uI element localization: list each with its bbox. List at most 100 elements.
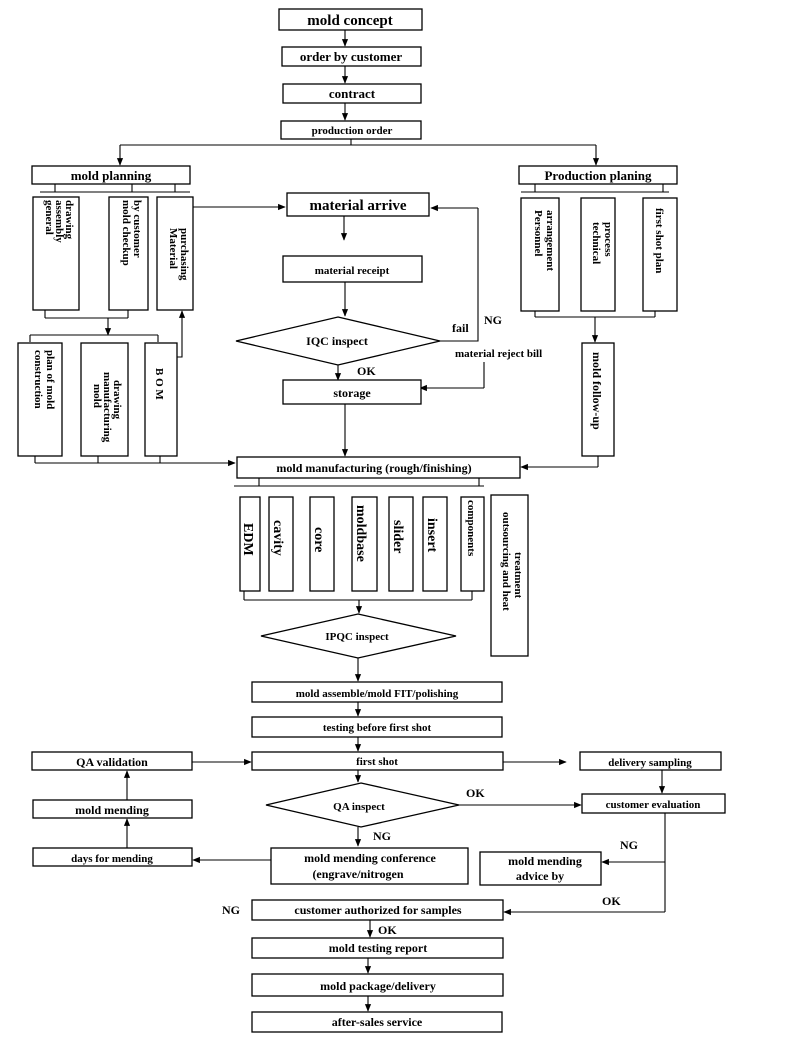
construction-plan-line2: plan of mold [44, 350, 56, 409]
delivery-sampling-box [579, 751, 722, 771]
qa-inspect-label: QA inspect [333, 801, 385, 813]
order-by-customer-label: order by customer [300, 49, 403, 64]
mold-checkup-line1: mold checkup [120, 200, 132, 266]
material-receipt-box [282, 255, 423, 283]
mold-planning-box [31, 165, 191, 185]
mold-follow-up-label: mold follow-up [590, 352, 604, 430]
core-label: core [311, 527, 326, 552]
ok-label-customer: OK [602, 894, 621, 908]
cavity-box: cavity [268, 496, 294, 592]
mold-planning-label: mold planning [71, 168, 152, 183]
ng-label-qa: NG [373, 829, 391, 843]
iqc-inspect-label: IQC inspect [306, 334, 368, 348]
mold-checkup-line2: by customer [131, 200, 143, 258]
mold-concept-box [278, 8, 423, 31]
insert-box: insert [422, 496, 448, 592]
mold-testing-report-label: mold testing report [329, 941, 427, 955]
ipqc-inspect-label: IPQC inspect [325, 631, 389, 643]
material-arrive-label: material arrive [309, 198, 406, 214]
production-order-label: production order [312, 125, 393, 137]
construction-plan-box: construction plan of mold [17, 342, 63, 457]
mold-manufacturing-drawing-line1: mold [91, 384, 103, 408]
mold-follow-up-box: mold follow-up [581, 342, 615, 457]
first-shot-label: first shot [356, 756, 398, 768]
slider-label: slider [390, 520, 405, 553]
mending-conference-line2: (engrave/nitrogen [312, 867, 403, 881]
customer-evaluation-box [581, 793, 726, 814]
cavity-label: cavity [270, 520, 285, 556]
ok-label-iqc: OK [357, 364, 376, 378]
outsourcing-line1: outsourcing and heat [500, 512, 512, 611]
days-for-mending-label: days for mending [71, 853, 153, 865]
svg-text:construction plan of mol: construction plan of mold [32, 350, 56, 411]
svg-text:mold manufacturing: mold manufacturing drawing [91, 372, 123, 445]
edm-box: EDM [239, 496, 261, 592]
mending-conference-line1: mold mending conference [304, 851, 436, 865]
first-shot-plan-label: first shot plan [653, 208, 665, 273]
mold-concept-label: mold concept [307, 13, 392, 29]
days-for-mending-box [32, 847, 193, 867]
ng-label-authorized: NG [222, 903, 240, 917]
svg-text:Material purchasing: Material purchasing [167, 228, 190, 281]
svg-text:outsourcing and heat tre: outsourcing and heat treatment [500, 512, 524, 614]
mold-testing-report-box [251, 937, 504, 959]
components-label: components [465, 500, 477, 557]
bom-label: B O M [153, 368, 165, 400]
after-sales-label: after-sales service [332, 1015, 423, 1029]
customer-evaluation-label: customer evaluation [606, 799, 701, 811]
contract-box [282, 83, 422, 104]
insert-label: insert [424, 518, 439, 553]
ok-label-qa: OK [466, 786, 485, 800]
mold-manufacturing-drawing-box: mold manufacturing drawing [80, 342, 129, 457]
construction-plan-line1: construction [32, 350, 44, 409]
moldbase-box: moldbase [351, 496, 378, 592]
contract-label: contract [329, 86, 376, 101]
first-shot-box [251, 751, 504, 771]
svg-text:general assembly d: general assembly drawing [43, 200, 75, 246]
svg-text:Personnel arrangement: Personnel arrangement [532, 210, 556, 271]
outsourcing-box: outsourcing and heat treatment [490, 494, 529, 657]
mold-mending-label: mold mending [75, 803, 149, 817]
mold-package-label: mold package/delivery [320, 979, 436, 993]
order-by-customer-box [281, 46, 422, 67]
bom-box: B O M [144, 342, 178, 457]
personnel-arrangement-line1: Personnel [532, 210, 544, 256]
storage-label: storage [333, 386, 371, 400]
testing-before-first-shot-label: testing before first shot [323, 722, 432, 734]
mold-mending-box [32, 799, 193, 819]
qa-validation-label: QA validation [76, 755, 148, 769]
mold-assemble-label: mold assemble/mold FIT/polishing [296, 688, 459, 700]
qa-validation-box [31, 751, 193, 771]
material-receipt-label: material receipt [315, 265, 390, 277]
first-shot-plan-box: first shot plan [642, 197, 678, 312]
core-box: core [309, 496, 335, 592]
outsourcing-line2: treatment [512, 552, 524, 599]
customer-authorized-box [251, 899, 504, 921]
ng-label-iqc: NG [484, 313, 502, 327]
after-sales-box [251, 1011, 503, 1033]
mold-checkup-by-customer-box: mold checkup by customer [108, 196, 149, 311]
mold-assemble-box [251, 681, 503, 703]
technical-process-line2: process [602, 222, 614, 257]
mold-manufacturing-label: mold manufacturing (rough/finishing) [276, 461, 471, 475]
material-purchasing-box: Material purchasing [156, 196, 194, 311]
technical-process-line1: technical [590, 222, 602, 264]
delivery-sampling-label: delivery sampling [608, 757, 692, 769]
ng-label-customer: NG [620, 838, 638, 852]
general-assembly-drawing-line3: drawing [63, 200, 75, 240]
material-arrive-box [286, 192, 430, 217]
testing-before-first-shot-box [251, 716, 503, 738]
mold-manufacturing-drawing-line2: manufacturing [101, 372, 113, 443]
mold-manufacturing-box [236, 456, 521, 479]
svg-text:technical process: technical process [590, 222, 614, 267]
svg-text:mold checkup by customer: mold checkup by customer [120, 200, 143, 268]
edm-label: EDM [240, 523, 255, 556]
general-assembly-drawing-line2: assembly [53, 200, 65, 243]
slider-box: slider [388, 496, 414, 592]
production-planing-label: Production planing [544, 168, 652, 183]
personnel-arrangement-box: Personnel arrangement [520, 197, 560, 312]
components-box: components [460, 496, 485, 592]
mending-advice-line2: advice by [516, 869, 564, 883]
general-assembly-drawing-line1: general [43, 200, 55, 235]
